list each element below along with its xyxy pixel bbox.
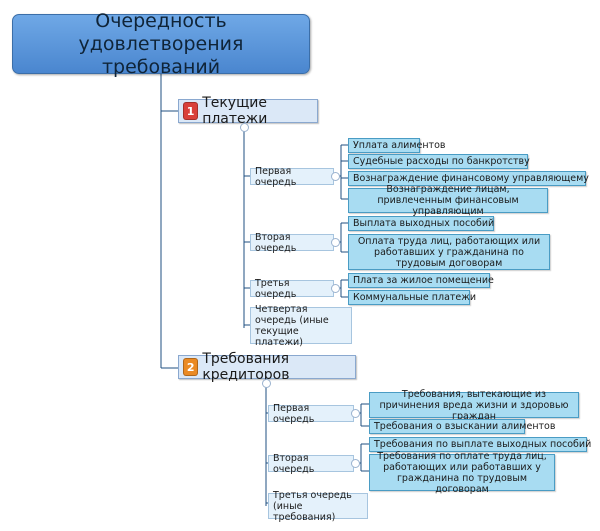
collapse-toggle-icon[interactable] (240, 123, 249, 132)
queue-node[interactable]: Третья очередь (иные требования) (268, 490, 368, 523)
collapse-toggle-icon[interactable] (262, 379, 271, 388)
list-item[interactable]: Выплата выходных пособий (348, 216, 494, 231)
queue-label: Первая очередь (273, 402, 315, 425)
item-label: Вознаграждение финансовому управляющему (353, 173, 589, 184)
item-label: Плата за жилое помещение (353, 275, 494, 286)
item-label: Требования по оплате труда лиц, работающ… (377, 450, 547, 495)
collapse-toggle-icon[interactable] (331, 172, 340, 181)
queue-node[interactable]: Первая очередь (268, 402, 354, 425)
item-label: Выплата выходных пособий (353, 218, 495, 229)
item-label: Коммунальные платежи (353, 292, 477, 303)
root-node[interactable]: Очередность удовлетворения требований (12, 10, 310, 78)
list-item[interactable]: Требования, вытекающие из причинения вре… (369, 389, 579, 422)
priority-2-badge: 2 (183, 358, 199, 376)
list-item[interactable]: Требования о взыскании алиментов (369, 419, 555, 434)
queue-label: Вторая очередь (255, 231, 297, 254)
queue-node[interactable]: Вторая очередь (250, 231, 334, 254)
item-label: Судебные расходы по банкротству (353, 156, 530, 167)
queue-node[interactable]: Вторая очередь (268, 452, 354, 475)
root-title: Очередность удовлетворения требований (78, 9, 244, 78)
queue-node[interactable]: Четвертая очередь (иные текущие платежи) (250, 304, 352, 348)
item-label: Вознаграждение лицам, привлеченным финан… (377, 184, 519, 217)
collapse-toggle-icon[interactable] (331, 238, 340, 247)
collapse-toggle-icon[interactable] (351, 409, 360, 418)
list-item[interactable]: Оплата труда лиц, работающих или работав… (348, 234, 550, 270)
list-item[interactable]: Требования по выплате выходных пособий (369, 437, 591, 452)
list-item[interactable]: Коммунальные платежи (348, 290, 476, 305)
collapse-toggle-icon[interactable] (331, 284, 340, 293)
branch-creditor-claims[interactable]: 2 Требования кредиторов (178, 351, 356, 383)
list-item[interactable]: Судебные расходы по банкротству (348, 154, 530, 169)
queue-label: Третья очередь (255, 277, 297, 300)
queue-label: Вторая очередь (273, 452, 315, 475)
branch-title: Требования кредиторов (202, 351, 290, 383)
queue-label: Третья очередь (иные требования) (273, 489, 352, 523)
queue-node[interactable]: Третья очередь (250, 277, 334, 300)
item-label: Требования, вытекающие из причинения вре… (379, 388, 569, 422)
priority-1-badge: 1 (183, 102, 199, 120)
list-item[interactable]: Уплата алиментов (348, 138, 446, 153)
list-item[interactable]: Вознаграждение лицам, привлеченным финан… (348, 184, 548, 217)
list-item[interactable]: Требования по оплате труда лиц, работающ… (369, 451, 555, 495)
item-label: Требования по выплате выходных пособий (374, 439, 592, 450)
queue-label: Первая очередь (255, 165, 297, 188)
list-item[interactable]: Вознаграждение финансовому управляющему (348, 171, 589, 186)
list-item[interactable]: Плата за жилое помещение (348, 273, 494, 288)
branch-current-payments[interactable]: 1 Текущие платежи (178, 95, 318, 127)
item-label: Уплата алиментов (353, 140, 446, 151)
branch-title: Текущие платежи (202, 95, 268, 127)
collapse-toggle-icon[interactable] (351, 459, 360, 468)
item-label: Оплата труда лиц, работающих или работав… (357, 235, 541, 269)
item-label: Требования о взыскании алиментов (374, 421, 556, 432)
queue-label: Четвертая очередь (иные текущие платежи) (255, 303, 329, 348)
queue-node[interactable]: Первая очередь (250, 165, 334, 188)
